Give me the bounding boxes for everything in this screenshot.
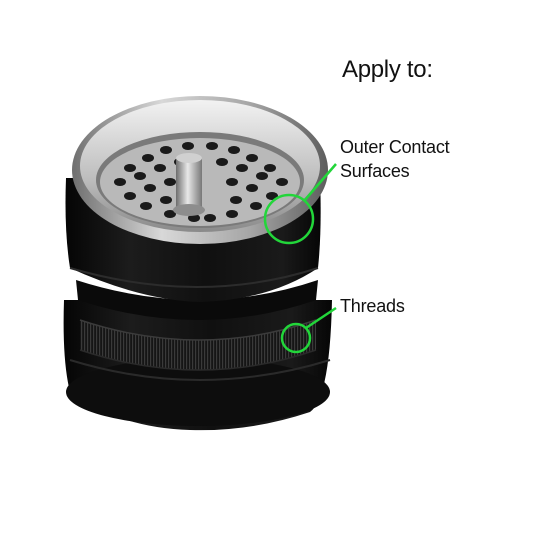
threads-label: Threads: [340, 296, 405, 316]
outer-contact-line2: Surfaces: [340, 161, 410, 181]
threads-band: [80, 320, 316, 370]
center-pin: [176, 156, 202, 210]
threads-callout: [280, 306, 337, 354]
outer-contact-callout: [263, 163, 337, 245]
screen-holes: [114, 142, 288, 222]
apply-to-heading: Apply to:: [342, 56, 433, 83]
outer-contact-line1: Outer Contact: [340, 137, 450, 157]
outer-contact-label: Outer Contact Surfaces: [340, 135, 520, 183]
